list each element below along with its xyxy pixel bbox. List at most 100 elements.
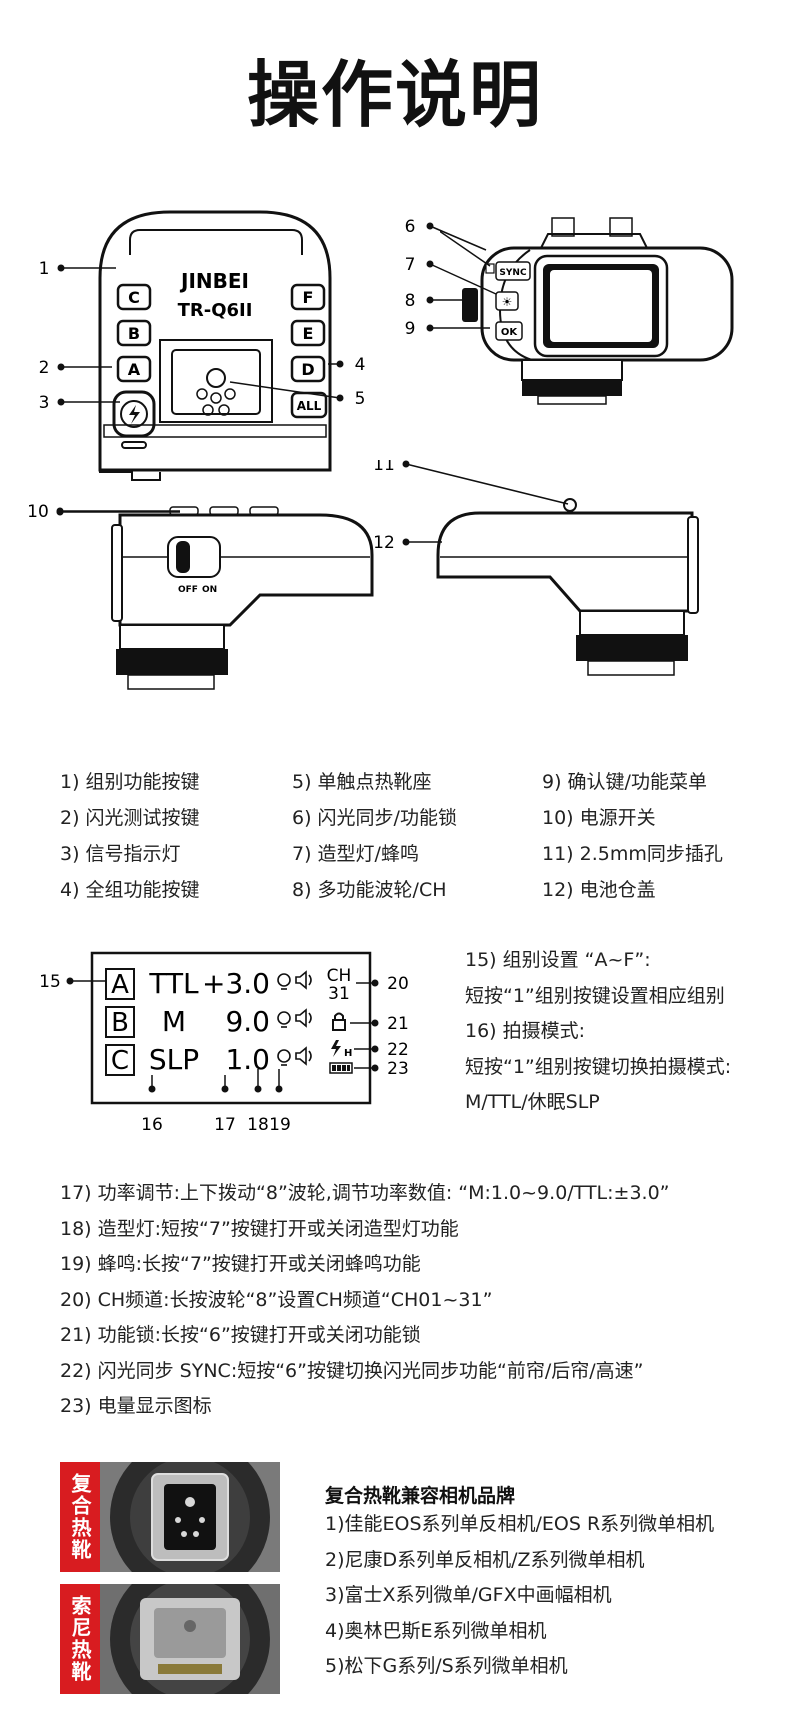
page-title: 操作说明 (246, 53, 543, 137)
ok-button[interactable]: OK (495, 321, 523, 341)
callout-12: 12 (373, 533, 395, 553)
notes-list: 17) 功率调节:上下拨动“8”波轮,调节功率数值: “M:1.0~9.0/TT… (60, 1176, 670, 1425)
lcd-value-1: +3.0 (202, 967, 270, 1000)
callout-21: 21 (387, 1014, 409, 1034)
compat-list: 1)佳能EOS系列单反相机/EOS R系列微单相机 2)尼康D系列单反相机/Z系… (325, 1507, 714, 1685)
lcd-mode-3: SLP (149, 1043, 199, 1076)
group-key-c-label: C (128, 288, 140, 307)
legend-item-3: 3) 信号指示灯 (60, 843, 181, 865)
callout-22: 22 (387, 1040, 409, 1060)
model-label: TR-Q6II (178, 300, 253, 321)
group-key-f[interactable]: F (290, 283, 326, 311)
all-key-label: ALL (297, 399, 322, 413)
note-23: 23) 电量显示图标 (60, 1395, 212, 1417)
multi-hot-shoe-photo (100, 1462, 280, 1572)
lcd-ch-value: 31 (328, 984, 350, 1004)
lcd-note-4: 短按“1”组别按键切换拍摄模式: (465, 1055, 732, 1078)
callout-2: 2 (39, 358, 50, 378)
legend-item-8: 8) 多功能波轮/CH (292, 879, 447, 901)
callout-19: 19 (269, 1115, 291, 1135)
note-20: 20) CH频道:长按波轮“8”设置CH频道“CH01~31” (60, 1288, 493, 1311)
group-key-b-label: B (128, 324, 140, 343)
test-flash-button[interactable] (112, 390, 156, 438)
compat-title: 复合热靴兼容相机品牌 (325, 1485, 516, 1507)
callout-23: 23 (387, 1059, 409, 1079)
note-21: 21) 功能锁:长按“6”按键打开或关闭功能锁 (60, 1324, 421, 1346)
group-key-f-label: F (303, 288, 314, 307)
lcd-value-2: 9.0 (225, 1005, 270, 1038)
callout-4: 4 (355, 355, 366, 375)
compat-item-2: 2)尼康D系列单反相机/Z系列微单相机 (325, 1548, 645, 1571)
sun-icon: ☀ (502, 295, 513, 309)
lcd-group-a: A (111, 970, 129, 1000)
battery-icon (329, 1062, 353, 1074)
callout-8: 8 (405, 291, 416, 311)
legend-item-5: 5) 单触点热靴座 (292, 771, 432, 793)
compat-item-1: 1)佳能EOS系列单反相机/EOS R系列微单相机 (325, 1513, 715, 1535)
sony-hot-shoe-tag: 索尼热靴 (60, 1584, 100, 1694)
dial-wheel[interactable] (462, 288, 478, 322)
legend-item-7: 7) 造型灯/蜂鸣 (292, 843, 419, 865)
lcd-mode-1: TTL (148, 967, 199, 1000)
group-key-e[interactable]: E (290, 319, 326, 347)
callout-5: 5 (355, 389, 366, 409)
group-key-d[interactable]: D (290, 355, 326, 383)
hot-shoe (159, 339, 273, 423)
brand-logo: JINBEI (179, 269, 249, 293)
callout-16: 16 (141, 1115, 163, 1135)
callout-17: 17 (214, 1115, 236, 1135)
lcd-group-b: B (111, 1008, 129, 1038)
modeling-light-button[interactable]: ☀ (495, 291, 519, 311)
group-key-d-label: D (301, 360, 314, 379)
signal-indicator-led (121, 441, 147, 449)
all-key[interactable]: ALL (290, 391, 328, 419)
group-key-a[interactable]: A (116, 355, 152, 383)
power-switch[interactable] (167, 536, 221, 578)
switch-on-label: ON (202, 585, 217, 595)
legend-item-1: 1) 组别功能按键 (60, 771, 200, 793)
callout-10-group: 10 (27, 502, 180, 522)
legend-item-11: 11) 2.5mm同步插孔 (542, 843, 723, 865)
lcd-note-3: 16) 拍摄模式: (465, 1020, 586, 1042)
left-side-view-diagram: OFF ON (56, 506, 374, 690)
group-key-a-label: A (128, 360, 141, 379)
sony-hot-shoe-tag-text: 索尼热靴 (68, 1595, 92, 1683)
compat-item-5: 5)松下G系列/S系列微单相机 (325, 1655, 568, 1677)
group-key-c[interactable]: C (116, 283, 152, 311)
lcd-frame (90, 951, 372, 1105)
front-view-diagram: JINBEI TR-Q6II C B A F E D ALL 1 2 3 4 5 (39, 210, 366, 481)
ok-button-label: OK (501, 327, 519, 338)
note-19: 19) 蜂鸣:长按“7”按键打开或关闭蜂鸣功能 (60, 1253, 421, 1275)
legend-item-10: 10) 电源开关 (542, 807, 656, 829)
lcd-note-2: 短按“1”组别按键设置相应组别 (465, 984, 725, 1007)
multi-hot-shoe-tag: 复合热靴 (60, 1462, 100, 1572)
rear-view-diagram: SYNC ☀ OK (440, 217, 734, 405)
sync-button[interactable]: SYNC (495, 261, 531, 281)
right-side-view-diagram (436, 498, 699, 676)
group-key-b[interactable]: B (116, 319, 152, 347)
multi-hot-shoe-tag-text: 复合热靴 (68, 1473, 92, 1561)
note-22: 22) 闪光同步 SYNC:短按“6”按键切换闪光同步功能“前帘/后帘/高速” (60, 1359, 644, 1382)
compat-item-3: 3)富士X系列微单/GFX中画幅相机 (325, 1584, 612, 1606)
hss-flash-icon (331, 1040, 341, 1057)
group-key-e-label: E (303, 324, 314, 343)
rear-callouts: 6 7 8 9 (405, 217, 497, 339)
callout-9: 9 (405, 319, 416, 339)
lcd-diagram: A B C TTL M SLP +3.0 9.0 1.0 CH 31 H 15 … (39, 951, 409, 1135)
lcd-mode-2: M (162, 1005, 186, 1038)
compat-item-4: 4)奥林巴斯E系列微单相机 (325, 1619, 547, 1642)
lcd-note-5: M/TTL/休眠SLP (465, 1091, 600, 1113)
lock-icon (332, 1012, 346, 1031)
lcd-ch-label: CH (327, 966, 352, 986)
switch-off-label: OFF (178, 585, 198, 595)
callout-15: 15 (39, 972, 61, 992)
speaker-icon (295, 970, 312, 1066)
modeling-lamp-icon (277, 973, 291, 1066)
callout-20: 20 (387, 974, 409, 994)
flash-icon (129, 405, 140, 424)
sync-button-label: SYNC (499, 268, 527, 278)
legend-item-9: 9) 确认键/功能菜单 (542, 771, 707, 793)
note-18: 18) 造型灯:短按“7”按键打开或关闭造型灯功能 (60, 1217, 459, 1240)
callout-6: 6 (405, 217, 416, 237)
callouts-11-12: 11 12 (373, 460, 569, 553)
